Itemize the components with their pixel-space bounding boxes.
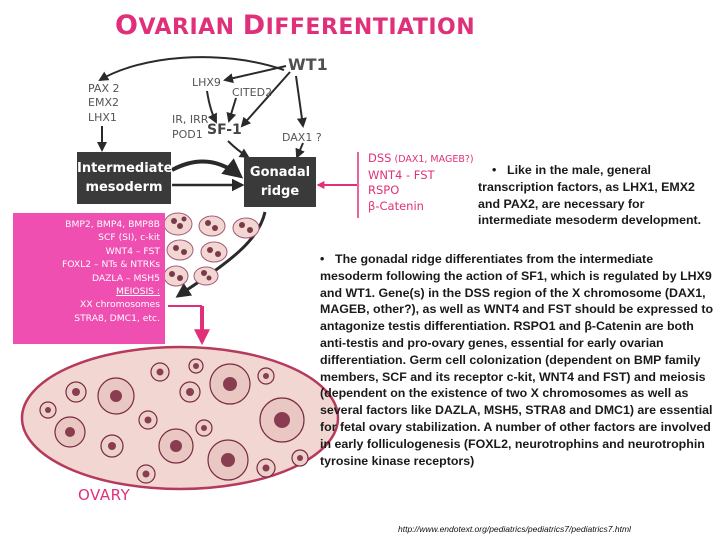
germ-cell-factors-box: BMP2, BMP4, BMP8B SCF (SI), c-kit WNT4 –… bbox=[13, 213, 165, 344]
factor-line: DAZLA – MSH5 bbox=[91, 272, 160, 284]
arrow-wt1-to-sf1 bbox=[240, 71, 291, 128]
intermediate-mesoderm-line1: Intermediate bbox=[77, 161, 173, 176]
dss-item: DSS (DAX1, MAGEB?) bbox=[368, 151, 474, 165]
gene-emx2: EMX2 bbox=[88, 96, 119, 109]
arrow-cited2-to-sf1 bbox=[226, 97, 237, 123]
source-url: http://www.endotext.org/pediatrics/pedia… bbox=[398, 524, 631, 534]
arrow-wt1-to-pax2 bbox=[98, 56, 285, 82]
factor-line: BMP2, BMP4, BMP8B bbox=[65, 219, 160, 230]
arrow-gonadal-to-ovary bbox=[175, 211, 267, 298]
intermediate-mesoderm-box: Intermediate mesoderm bbox=[77, 152, 173, 204]
gene-wt1: WT1 bbox=[288, 55, 328, 74]
rspo-item: RSPO bbox=[368, 183, 400, 197]
ovary-illustration bbox=[20, 345, 340, 491]
factor-line: FOXL2 – NTs & NTRKs bbox=[61, 259, 160, 271]
anti-testis-genes-list: DSS (DAX1, MAGEB?) WNT4 - FST RSPO β-Cat… bbox=[368, 151, 474, 214]
arrow-dax1-to-gonadal bbox=[295, 142, 305, 159]
gene-pod1: POD1 bbox=[172, 128, 203, 141]
gonadal-ridge-box: Gonadal ridge bbox=[244, 157, 316, 207]
intermediate-mesoderm-line2: mesoderm bbox=[85, 180, 163, 195]
gonadal-ridge-line2: ridge bbox=[260, 184, 300, 199]
factor-line: SCF (SI), c-kit bbox=[98, 232, 160, 244]
ovary-label: OVARY bbox=[78, 486, 131, 504]
bullet: • bbox=[492, 163, 497, 177]
gene-sf1: SF-1 bbox=[207, 122, 242, 138]
gene-cited2: CITED2 bbox=[232, 86, 273, 99]
factor-line: XX chromosomes bbox=[80, 299, 160, 311]
bullet: • bbox=[320, 252, 325, 266]
paragraph-mesoderm: •Like in the male, general transcription… bbox=[478, 163, 702, 228]
gene-dax1: DAX1 ? bbox=[282, 131, 322, 144]
arrow-mesoderm-to-gonadal bbox=[171, 158, 244, 179]
gene-ir-irr: IR, IRR bbox=[172, 113, 209, 126]
gene-pax2: PAX 2 bbox=[88, 82, 120, 95]
catenin-item: β-Catenin bbox=[368, 198, 424, 213]
factor-line: STRA8, DMC1, etc. bbox=[74, 312, 160, 324]
gene-lhx1: LHX1 bbox=[88, 111, 117, 124]
factor-line: WNT4 – FST bbox=[105, 245, 160, 257]
arrow-lhx9-to-sf1 bbox=[206, 90, 217, 124]
arrow-sf1-to-gonadal bbox=[227, 140, 250, 159]
wnt4-item: WNT4 - FST bbox=[368, 167, 435, 182]
gene-lhx9: LHX9 bbox=[192, 76, 221, 89]
page-title: OVARIAN DIFFERENTIATION bbox=[115, 10, 476, 41]
gonadal-ridge-line1: Gonadal bbox=[249, 165, 311, 180]
germ-cells bbox=[169, 216, 253, 281]
factor-line-meiosis: MEIOSIS : bbox=[115, 286, 160, 298]
paragraph-gonadal-ridge: •The gonadal ridge differentiates from t… bbox=[320, 252, 714, 468]
arrow-wt1-to-dax1 bbox=[295, 75, 307, 128]
arrow-wt1-to-lhx9 bbox=[223, 65, 287, 84]
